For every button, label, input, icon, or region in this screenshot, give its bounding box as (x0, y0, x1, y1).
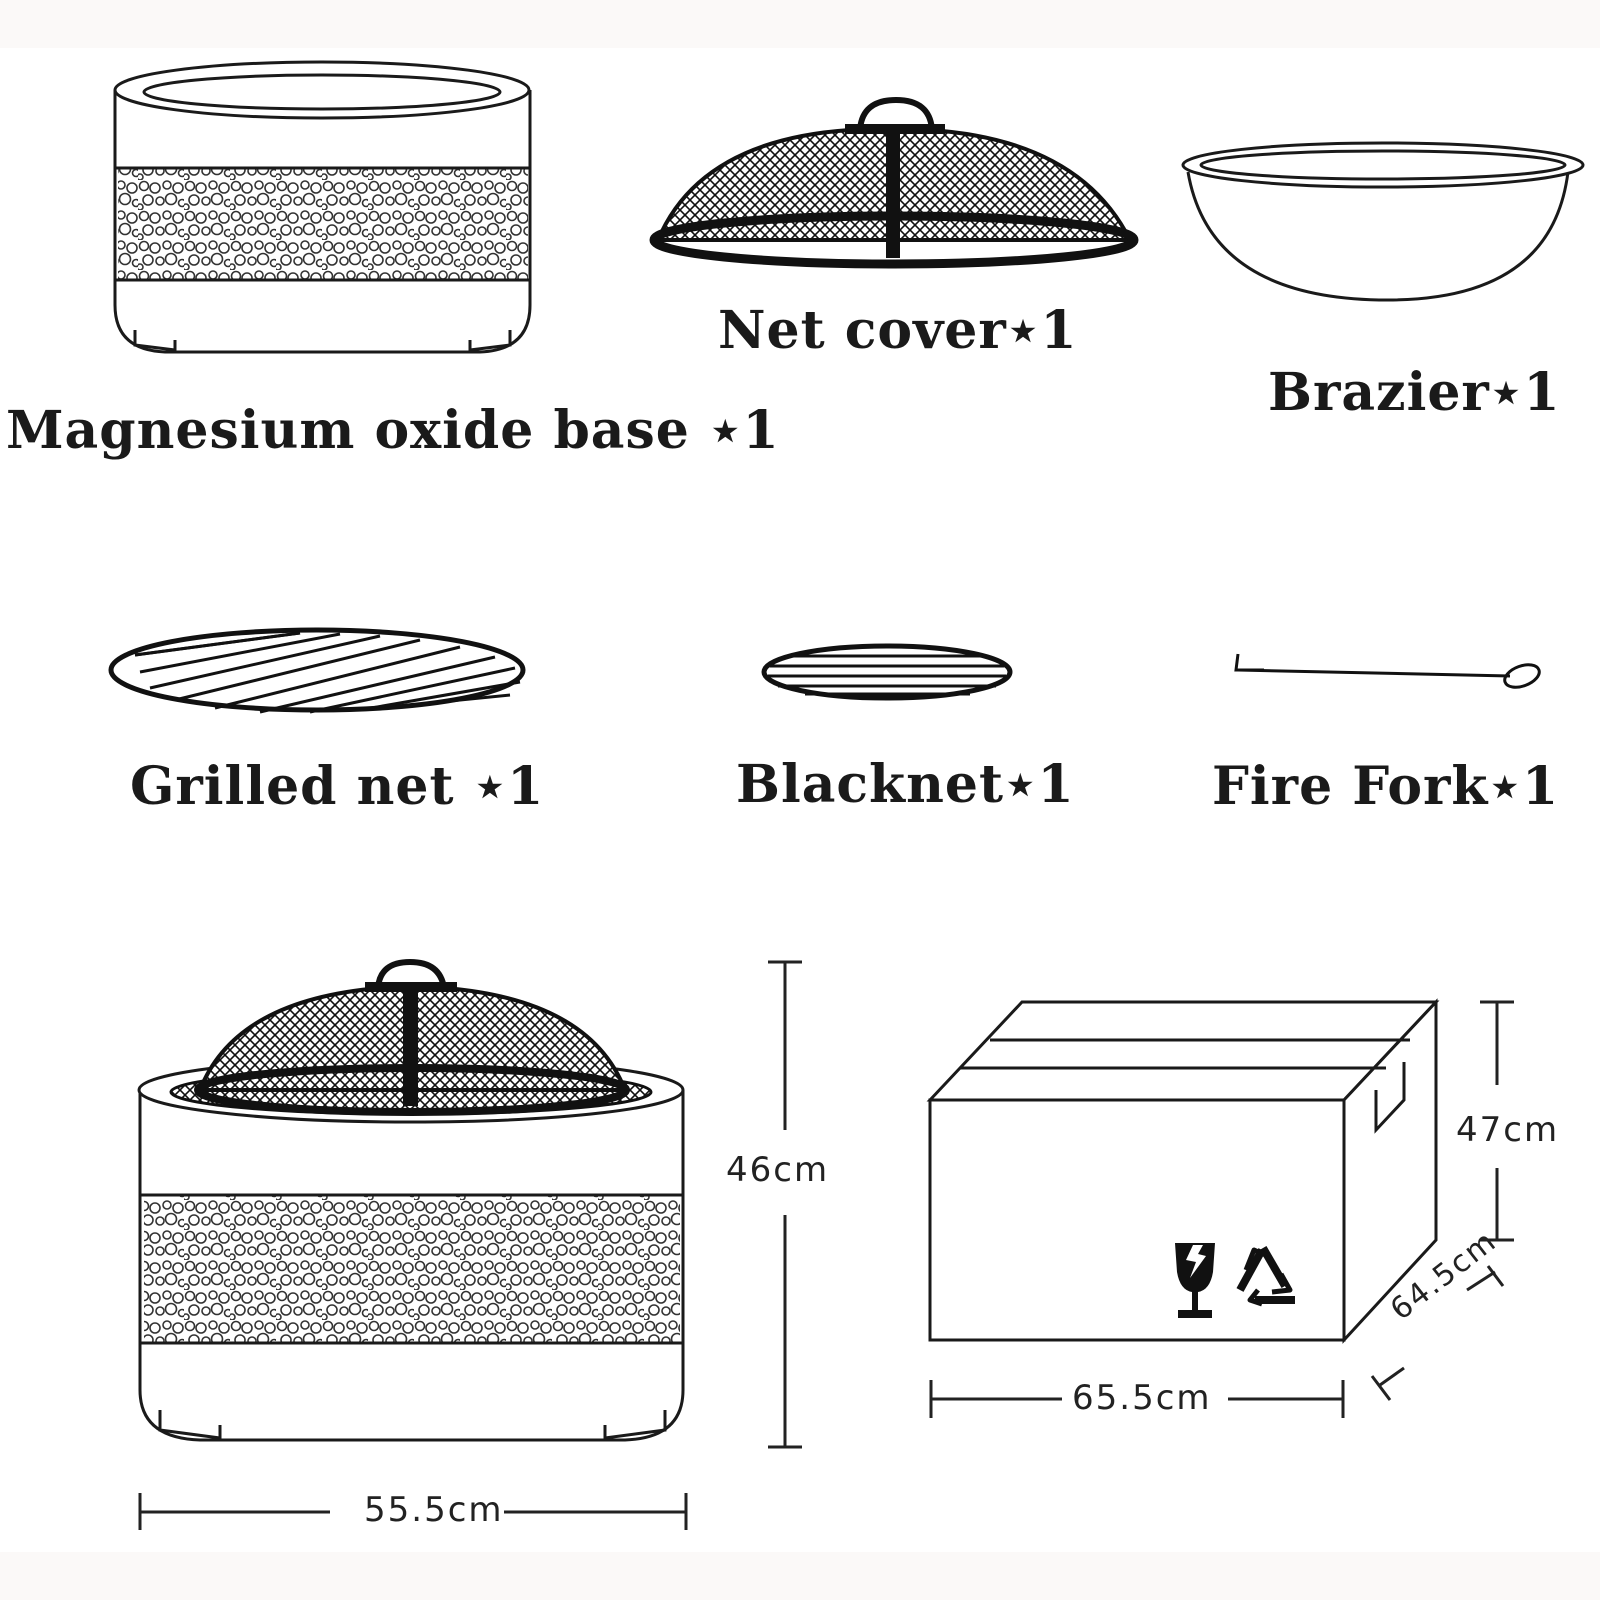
box-width-text: 65.5cm (1072, 1378, 1212, 1418)
net-cover-illustration (649, 96, 1139, 269)
fragile-glass-icon (1175, 1243, 1215, 1318)
box-height-text: 47cm (1456, 1110, 1560, 1150)
box-height-dimension-line (1480, 1000, 1514, 1242)
assembled-fire-pit-illustration (137, 958, 685, 1442)
grilled-net-label: Grilled net ⋆1 (130, 756, 545, 817)
fire-fork-label: Fire Fork⋆1 (1212, 756, 1560, 817)
product-height-dimension-line (768, 960, 802, 1449)
product-width-text: 55.5cm (364, 1490, 504, 1530)
blacknet-illustration (761, 643, 1013, 701)
blacknet-label: Blacknet⋆1 (736, 754, 1075, 815)
bottom-margin-band (0, 1552, 1600, 1600)
brazier-label: Brazier⋆1 (1268, 362, 1561, 423)
product-width-dimension-line (138, 1493, 688, 1530)
box-width-dimension-line (929, 1380, 1345, 1418)
net-cover-label: Net cover⋆1 (718, 300, 1078, 361)
box-depth-dimension-line (1370, 1265, 1505, 1401)
grilled-net-illustration (108, 627, 526, 714)
top-margin-band (0, 0, 1600, 48)
shipping-box-illustration (926, 998, 1440, 1344)
product-height-text: 46cm (726, 1150, 830, 1190)
brazier-illustration (1181, 141, 1585, 302)
magnesium-oxide-base-label: Magnesium oxide base ⋆1 (6, 400, 780, 461)
recycle-icon (1236, 1245, 1295, 1307)
magnesium-oxide-base-illustration (113, 60, 532, 354)
fire-fork-illustration (1234, 653, 1541, 689)
